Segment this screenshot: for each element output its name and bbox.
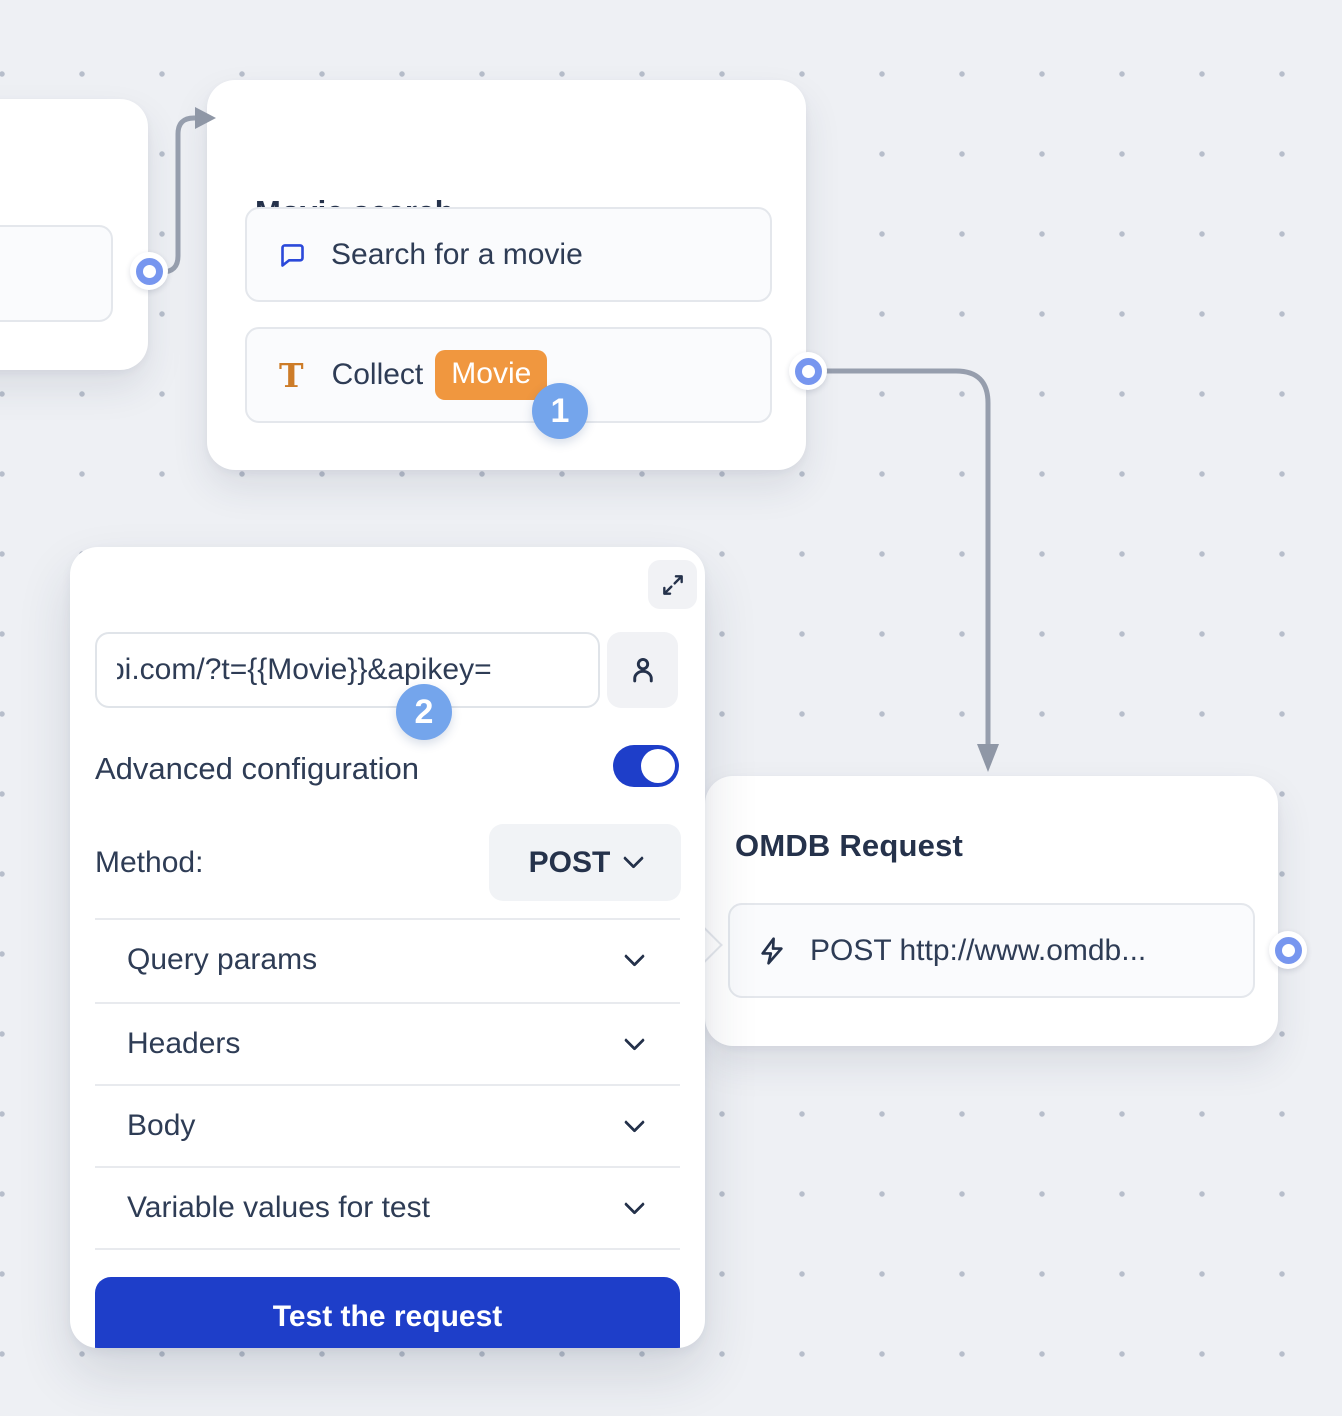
connector-left <box>149 115 200 275</box>
section-label: Body <box>127 1109 196 1142</box>
question-text: Search for a movie <box>331 237 583 271</box>
expand-button[interactable] <box>648 560 697 609</box>
port-ring <box>794 357 822 385</box>
expand-icon <box>660 572 686 598</box>
chat-bubble-icon <box>277 240 307 270</box>
node-title: OMDB Request <box>735 828 964 863</box>
step-badge-1: 1 <box>532 383 588 439</box>
section-body[interactable]: Body <box>95 1084 680 1166</box>
webhook-row-label: POST http://www.omdb... <box>810 933 1147 967</box>
omdb-request-node[interactable]: OMDB Request POST http://www.omdb... <box>705 776 1278 1046</box>
connector-left-arrowhead <box>195 107 216 129</box>
collect-label: Collect <box>331 358 424 391</box>
left-partial-node[interactable] <box>0 99 148 370</box>
test-request-button[interactable]: Test the request <box>95 1277 680 1348</box>
variable-insert-button[interactable] <box>607 632 678 708</box>
output-port-movie-search[interactable] <box>789 352 827 390</box>
chevron-down-icon <box>623 1193 646 1215</box>
lightning-icon <box>756 935 788 967</box>
output-port-left-node[interactable] <box>130 252 168 290</box>
question-text-row[interactable]: Search for a movie <box>245 207 772 302</box>
collect-variable-row[interactable]: T Collect Movie <box>245 327 772 423</box>
webhook-row[interactable]: POST http://www.omdb... <box>728 903 1255 998</box>
section-headers[interactable]: Headers <box>95 1002 680 1084</box>
variable-tag-movie[interactable]: Movie <box>435 350 548 400</box>
chevron-down-icon <box>623 847 645 869</box>
advanced-configuration-label: Advanced configuration <box>95 751 420 786</box>
webhook-config-panel: Advanced configuration Method: POST Quer… <box>70 547 705 1348</box>
advanced-configuration-toggle[interactable] <box>613 745 679 787</box>
text-collect-icon: T <box>279 355 304 395</box>
toggle-knob <box>641 749 675 783</box>
method-label: Method: <box>95 846 204 879</box>
method-select[interactable]: POST <box>489 824 681 901</box>
port-ring <box>135 257 163 285</box>
node-row[interactable] <box>0 225 113 322</box>
section-query-params[interactable]: Query params <box>95 918 680 1000</box>
chevron-down-icon <box>623 1029 646 1051</box>
chevron-down-icon <box>623 1111 646 1133</box>
step-badge-2: 2 <box>396 684 452 740</box>
port-ring <box>1274 936 1302 964</box>
section-label: Headers <box>127 1027 241 1060</box>
divider <box>95 1248 680 1250</box>
method-value: POST <box>528 845 611 879</box>
url-input[interactable] <box>95 632 600 708</box>
chevron-down-icon <box>623 945 646 967</box>
section-label: Query params <box>127 943 318 976</box>
person-icon <box>627 654 659 686</box>
connector-right-arrowhead <box>977 744 999 772</box>
section-label: Variable values for test <box>127 1191 430 1224</box>
connector-right <box>817 368 991 749</box>
movie-search-node[interactable]: Movie search Search for a movie T Collec… <box>207 80 806 470</box>
section-variable-values[interactable]: Variable values for test <box>95 1166 680 1248</box>
output-port-omdb[interactable] <box>1269 931 1307 969</box>
